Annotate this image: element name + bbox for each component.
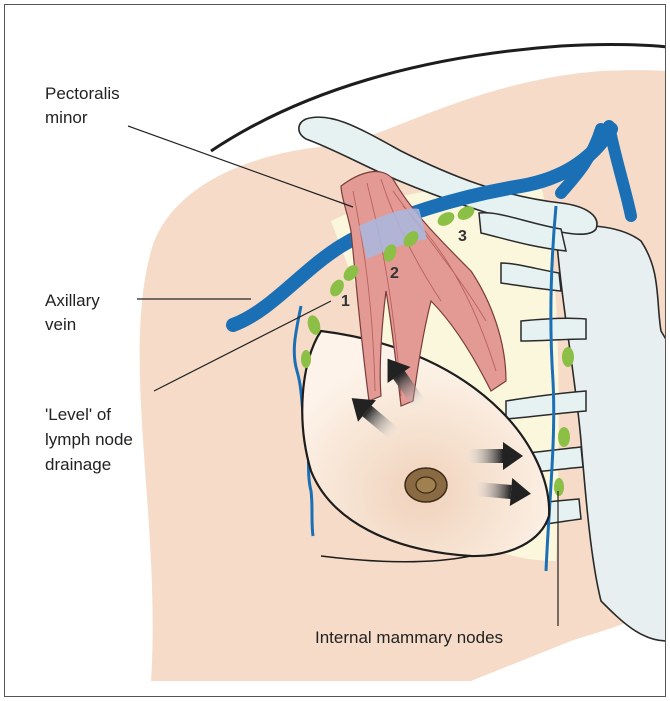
node-internal-1 (562, 347, 574, 367)
nipple (405, 468, 447, 502)
node-internal-3 (554, 478, 564, 496)
label-axillary-line2: vein (45, 315, 76, 334)
level-2-number: 2 (390, 265, 399, 282)
rib-3 (521, 318, 586, 341)
label-level-line3: drainage (45, 455, 111, 474)
figure-frame: Pectoralis minor Axillary vein 'Level' o… (4, 4, 666, 697)
nipple-inner (416, 477, 436, 493)
label-pectoralis-line1: Pectoralis (45, 84, 120, 103)
breast-lymph-drainage-diagram: Pectoralis minor Axillary vein 'Level' o… (5, 5, 666, 697)
node-axilla-2 (301, 350, 311, 368)
node-internal-2 (558, 427, 570, 447)
label-level-line2: lymph node (45, 430, 133, 449)
label-pectoralis-line2: minor (45, 108, 88, 127)
level-1-number: 1 (341, 293, 350, 310)
label-level-line1: 'Level' of (45, 405, 111, 424)
label-axillary-line1: Axillary (45, 291, 100, 310)
label-internal-mammary: Internal mammary nodes (315, 628, 503, 647)
level-3-number: 3 (458, 228, 467, 245)
